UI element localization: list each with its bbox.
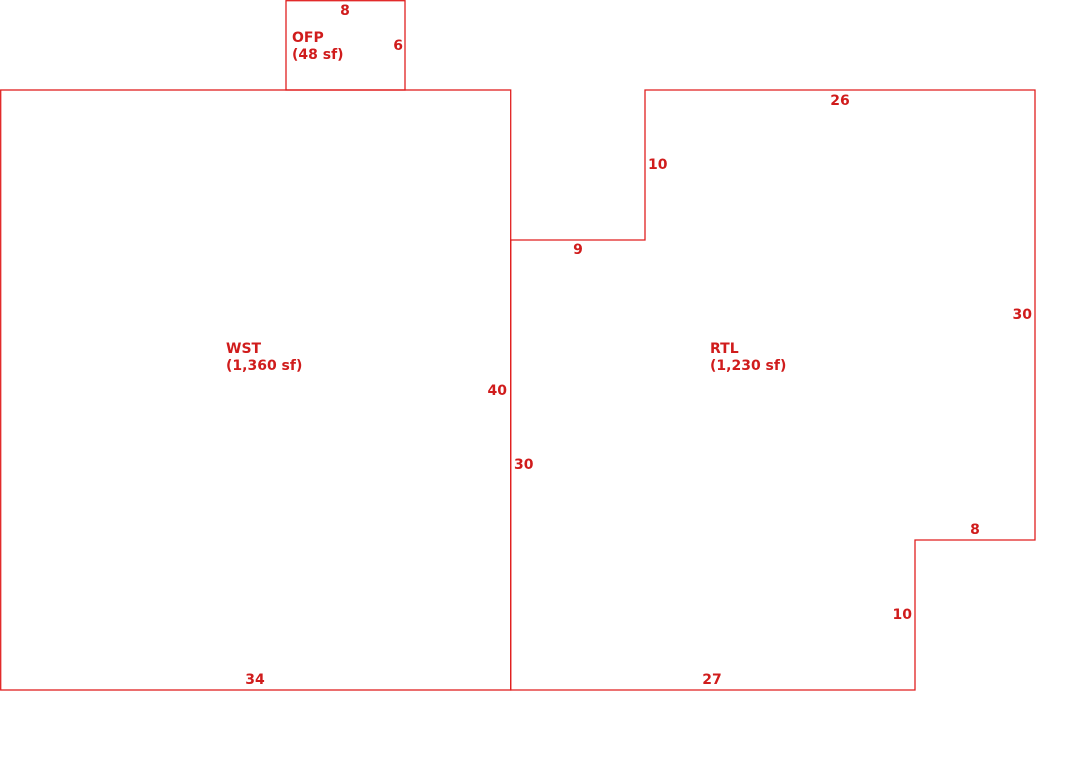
wst-outline [0, 89, 512, 691]
ofp-right-dimension: 6 [393, 38, 403, 54]
rtl-bottom-dimension: 27 [702, 672, 721, 688]
rtl-notch-bottom-dimension: 9 [573, 242, 583, 258]
rtl-name-label: RTL [710, 341, 739, 357]
wst-name-label: WST [226, 341, 262, 357]
rtl-outline [510, 89, 1036, 691]
rtl-left-dimension: 30 [514, 457, 534, 473]
rtl-notch-left-dimension: 10 [648, 157, 668, 173]
wst-area-label: (1,360 sf) [226, 358, 302, 374]
rtl-area-label: (1,230 sf) [710, 358, 786, 374]
ofp-area-label: (48 sf) [292, 47, 344, 63]
wst-right-dimension: 40 [488, 383, 508, 399]
rtl-right-dimension: 30 [1013, 307, 1033, 323]
wst-bottom-dimension: 34 [245, 672, 265, 688]
rtl-top-dimension: 26 [830, 93, 849, 109]
ofp-area[interactable]: OFP (48 sf) 8 6 [285, 0, 406, 91]
rtl-area[interactable]: RTL (1,230 sf) 26 10 9 30 30 8 10 27 [510, 89, 1036, 691]
ofp-top-dimension: 8 [340, 3, 350, 19]
rtl-step-left-dimension: 10 [893, 607, 913, 623]
rtl-step-top-dimension: 8 [970, 522, 980, 538]
wst-area[interactable]: WST (1,360 sf) 34 40 [0, 89, 512, 691]
ofp-name-label: OFP [292, 30, 324, 46]
